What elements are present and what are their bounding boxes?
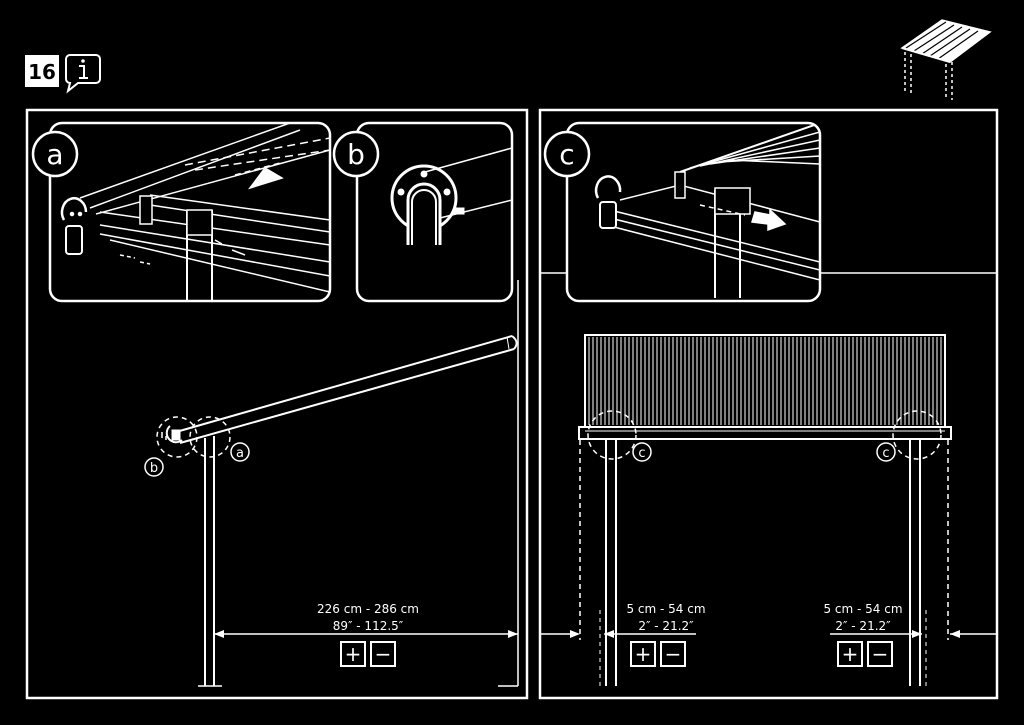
adjust-plus-minus-icon: + − [630, 641, 686, 667]
detail-a-drawing [60, 123, 330, 300]
detail-c-drawing [594, 123, 820, 298]
detail-badge-a: a [31, 130, 79, 178]
callout-marker-b: b [144, 457, 164, 477]
left-dimension-imperial: 89″ - 112.5″ [333, 619, 404, 633]
overhang-dimension-right: 5 cm - 54 cm 2″ - 21.2″ + − [823, 602, 997, 667]
svg-text:2″ - 21.2″: 2″ - 21.2″ [835, 619, 891, 633]
left-distance-dimension: 226 cm - 286 cm 89″ - 112.5″ + − [214, 602, 518, 667]
svg-text:a: a [236, 446, 244, 461]
overhang-dimension-left: 5 cm - 54 cm 2″ - 21.2″ + − [540, 602, 706, 667]
step-header: 16 [25, 54, 101, 94]
info-speech-bubble-icon [65, 54, 101, 94]
svg-text:−: − [872, 642, 889, 666]
svg-text:c: c [638, 446, 645, 461]
svg-text:c: c [882, 446, 889, 461]
left-dimension-metric: 226 cm - 286 cm [317, 602, 419, 616]
svg-text:5 cm - 54 cm: 5 cm - 54 cm [626, 602, 705, 616]
callout-marker-c-right: c [876, 442, 896, 462]
left-panel-frame [25, 108, 529, 700]
detail-badge-c: c [543, 130, 591, 178]
adjust-plus-minus-icon: + − [340, 641, 396, 667]
detail-badge-b: b [332, 130, 380, 178]
left-side-view [156, 280, 519, 687]
svg-text:5 cm - 54 cm: 5 cm - 54 cm [823, 602, 902, 616]
svg-text:−: − [665, 642, 682, 666]
right-panel-frame [538, 108, 999, 700]
svg-text:b: b [150, 461, 158, 476]
svg-text:+: + [842, 642, 859, 666]
svg-text:−: − [375, 642, 392, 666]
callout-marker-a: a [230, 442, 250, 462]
svg-text:2″ - 21.2″: 2″ - 21.2″ [638, 619, 694, 633]
svg-text:b: b [347, 138, 365, 171]
svg-text:+: + [635, 642, 652, 666]
svg-text:c: c [559, 138, 574, 171]
svg-text:a: a [46, 138, 63, 171]
detail-box-c-frame [565, 121, 822, 303]
detail-b-drawing [390, 147, 512, 245]
front-view-posts [579, 410, 949, 686]
svg-text:+: + [345, 642, 362, 666]
step-number-box [25, 55, 59, 87]
callout-marker-c-left: c [632, 442, 652, 462]
step-number: 16 [28, 60, 56, 84]
adjust-plus-minus-icon: + − [837, 641, 893, 667]
front-view-roof [578, 334, 952, 440]
pergola-overview-icon [900, 19, 992, 100]
